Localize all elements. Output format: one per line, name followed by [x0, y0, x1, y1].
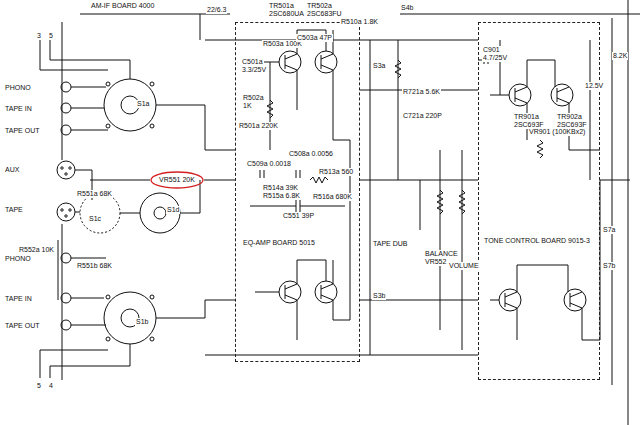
part-label: TR501a: [268, 2, 295, 10]
part-label: BALANCE: [424, 250, 459, 258]
part-label: R515a 6.8K: [262, 192, 301, 200]
part-label: S4b: [400, 4, 414, 12]
part-label: PHONO: [4, 255, 32, 263]
part-label: 2SC680UA: [268, 10, 305, 18]
part-label: 2SC683FU: [306, 10, 343, 18]
part-label: 12.5V: [584, 82, 604, 90]
part-label: S7b: [602, 262, 616, 270]
part-label: TAPE DUB: [372, 240, 409, 248]
part-label: S3a: [372, 62, 386, 70]
part-label: 1K: [242, 102, 253, 110]
part-label: R551a 68K: [76, 190, 113, 198]
part-label: 8.2K: [612, 52, 628, 60]
part-label: AM-IF BOARD 4000: [90, 2, 155, 10]
part-label: TR902a: [556, 113, 583, 121]
jack-symbols: [57, 82, 75, 330]
part-label: S7a: [602, 226, 616, 234]
part-label: TAPE IN: [4, 105, 33, 113]
part-label: TAPE OUT: [4, 127, 40, 135]
part-label: VOLUME: [448, 262, 480, 270]
part-label: C901: [482, 46, 501, 54]
part-label: AUX: [4, 166, 20, 174]
wire-connector: [204, 180, 235, 181]
part-label: R514a 39K: [262, 184, 299, 192]
part-label: R502a: [242, 94, 265, 102]
part-label: R513a 560: [318, 168, 354, 176]
part-label: R551b 68K: [76, 262, 113, 270]
part-label: 22/6.3: [206, 6, 227, 14]
part-label: C501a: [241, 58, 264, 66]
wiring: [40, 0, 640, 425]
board-name: TONE CONTROL BOARD 9015-3: [483, 237, 591, 245]
part-label: TR502a: [306, 2, 333, 10]
part-label: VR551 20K: [158, 176, 196, 184]
part-label: 4: [48, 382, 54, 390]
transistor-symbols: [279, 51, 586, 311]
part-label: R510a 1.8K: [340, 18, 379, 26]
part-label: R552a 10K: [18, 246, 55, 254]
part-label: 4.7/25V: [482, 54, 508, 62]
part-label: 3: [36, 32, 42, 40]
part-label: C551 39P: [282, 212, 315, 220]
part-label: TAPE: [4, 206, 24, 214]
part-label: S3b: [372, 292, 386, 300]
board-name: EQ-AMP BOARD 5015: [242, 239, 316, 247]
part-label: R501a 220K: [238, 122, 279, 130]
part-label: VR901 (100KBx2): [528, 128, 586, 136]
part-label: S1c: [88, 215, 102, 223]
part-label: PHONO: [4, 84, 32, 92]
resistor-symbols: [267, 60, 543, 214]
part-label: S1a: [136, 100, 150, 108]
part-label: TAPE OUT: [4, 322, 40, 330]
rotary-switch-symbols: [80, 79, 180, 344]
board-outline: TONE CONTROL BOARD 9015-3: [478, 22, 600, 380]
part-label: R516a 680K: [312, 193, 353, 201]
part-label: S1d: [166, 206, 180, 214]
part-label: C509a 0.0018: [246, 160, 292, 168]
part-label: S1b: [135, 318, 149, 326]
part-label: 3.3/25V: [241, 66, 267, 74]
part-label: C508a 0.0056: [288, 150, 334, 158]
part-label: R721a 5.6K: [402, 88, 441, 96]
part-label: C503a 47P: [296, 34, 333, 42]
part-label: 5: [36, 382, 42, 390]
part-label: VR552: [424, 258, 447, 266]
highlight-ellipse: VR551 20K: [150, 171, 204, 189]
part-label: C721a 220P: [402, 112, 443, 120]
part-label: 5: [48, 32, 54, 40]
part-label: TAPE IN: [4, 295, 33, 303]
part-label: TR901a: [513, 113, 540, 121]
